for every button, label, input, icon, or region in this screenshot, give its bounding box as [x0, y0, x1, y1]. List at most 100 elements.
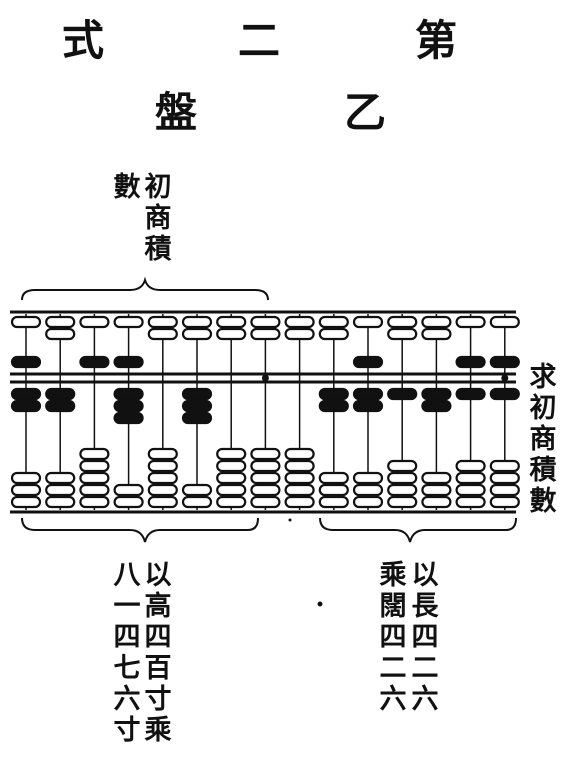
bottom-right-brace: [319, 517, 517, 543]
title-char-er: 二: [238, 16, 281, 65]
lower-bead: [352, 483, 384, 497]
upper-bead: [113, 315, 144, 329]
upper-bead: [421, 315, 452, 329]
lower-bead: [147, 483, 178, 497]
top-label-col-left: 數: [113, 172, 141, 203]
lower-bead-counted: [10, 399, 42, 413]
title-char-shi: 式: [62, 16, 105, 65]
bottom-left-brace: [21, 517, 259, 543]
lower-bead: [284, 471, 315, 485]
upper-bead: [421, 327, 452, 341]
lower-bead: [489, 483, 520, 497]
lower-bead-counted: [113, 387, 144, 401]
upper-bead: [181, 327, 213, 341]
upper-bead: [284, 327, 315, 341]
lower-bead: [10, 483, 42, 497]
lower-bead: [250, 447, 281, 461]
lower-bead: [113, 495, 144, 509]
lower-bead: [489, 459, 520, 473]
upper-bead: [250, 327, 281, 341]
upper-bead: [455, 315, 486, 329]
lower-bead: [250, 459, 281, 473]
lower-bead-counted: [352, 387, 384, 401]
lower-bead: [284, 483, 315, 497]
lower-bead-counted: [181, 387, 213, 401]
lower-bead: [79, 447, 110, 461]
lower-bead: [181, 495, 213, 509]
upper-bead: [387, 315, 418, 329]
lower-bead: [147, 495, 178, 509]
lower-bead: [79, 471, 110, 485]
lower-bead-counted: [455, 387, 486, 401]
upper-bead: [181, 315, 213, 329]
top-label-col-right: 初商積: [144, 172, 172, 265]
lower-bead: [352, 471, 384, 485]
lower-bead: [455, 495, 486, 509]
upper-bead-counted: [113, 355, 144, 369]
lower-bead: [489, 495, 520, 509]
upper-bead-counted: [352, 355, 384, 369]
lower-bead: [318, 483, 349, 497]
upper-bead-counted: [455, 355, 486, 369]
lower-bead: [455, 459, 486, 473]
upper-bead: [250, 315, 281, 329]
upper-bead: [147, 327, 178, 341]
lower-bead: [79, 483, 110, 497]
lower-bead: [250, 471, 281, 485]
lower-bead-counted: [113, 411, 144, 425]
lower-bead: [147, 447, 178, 461]
lower-bead-counted: [387, 387, 418, 401]
lower-bead-counted: [10, 387, 42, 401]
lower-bead-counted: [45, 387, 76, 401]
lower-bead-counted: [421, 399, 452, 413]
lower-bead-counted: [113, 399, 144, 413]
lower-bead: [284, 495, 315, 509]
upper-bead: [489, 315, 520, 329]
lower-bead: [216, 495, 247, 509]
lower-bead-counted: [181, 399, 213, 413]
lower-bead-counted: [181, 411, 213, 425]
lower-bead: [79, 459, 110, 473]
lower-bead: [10, 471, 42, 485]
lower-bead: [455, 483, 486, 497]
lower-bead: [147, 459, 178, 473]
lower-bead: [45, 483, 76, 497]
upper-bead: [79, 315, 110, 329]
lower-bead: [284, 447, 315, 461]
lower-bead: [318, 471, 349, 485]
upper-bead: [10, 315, 42, 329]
subtitle-char-yi: 乙: [344, 88, 387, 137]
bottom-left-col-left: 八一四七六寸: [113, 560, 141, 746]
upper-bead: [45, 315, 76, 329]
lower-bead: [113, 483, 144, 497]
upper-bead: [216, 315, 247, 329]
upper-bead: [216, 327, 247, 341]
lower-bead: [250, 483, 281, 497]
lower-bead-counted: [489, 387, 520, 401]
lower-bead-counted: [318, 387, 349, 401]
title-char-di: 第: [415, 16, 458, 65]
lower-bead: [421, 483, 452, 497]
stray-dot: [288, 518, 292, 522]
lower-bead: [489, 471, 520, 485]
unit-mark-dot: [501, 374, 509, 382]
lower-bead: [387, 471, 418, 485]
lower-bead: [216, 471, 247, 485]
lower-bead: [45, 471, 76, 485]
lower-bead: [284, 459, 315, 473]
upper-bead: [352, 315, 384, 329]
upper-bead: [147, 315, 178, 329]
subtitle-char-pan: 盤: [155, 88, 198, 137]
lower-bead: [45, 495, 76, 509]
upper-bead: [284, 315, 315, 329]
lower-bead: [387, 483, 418, 497]
upper-bead-counted: [489, 355, 520, 369]
unit-mark-dot: [261, 374, 269, 382]
lower-bead: [147, 471, 178, 485]
lower-bead-counted: [352, 399, 384, 413]
lower-bead: [10, 495, 42, 509]
lower-bead: [181, 483, 213, 497]
bottom-right-col-right: 以長四二六: [411, 560, 439, 715]
lower-bead-counted: [318, 399, 349, 413]
